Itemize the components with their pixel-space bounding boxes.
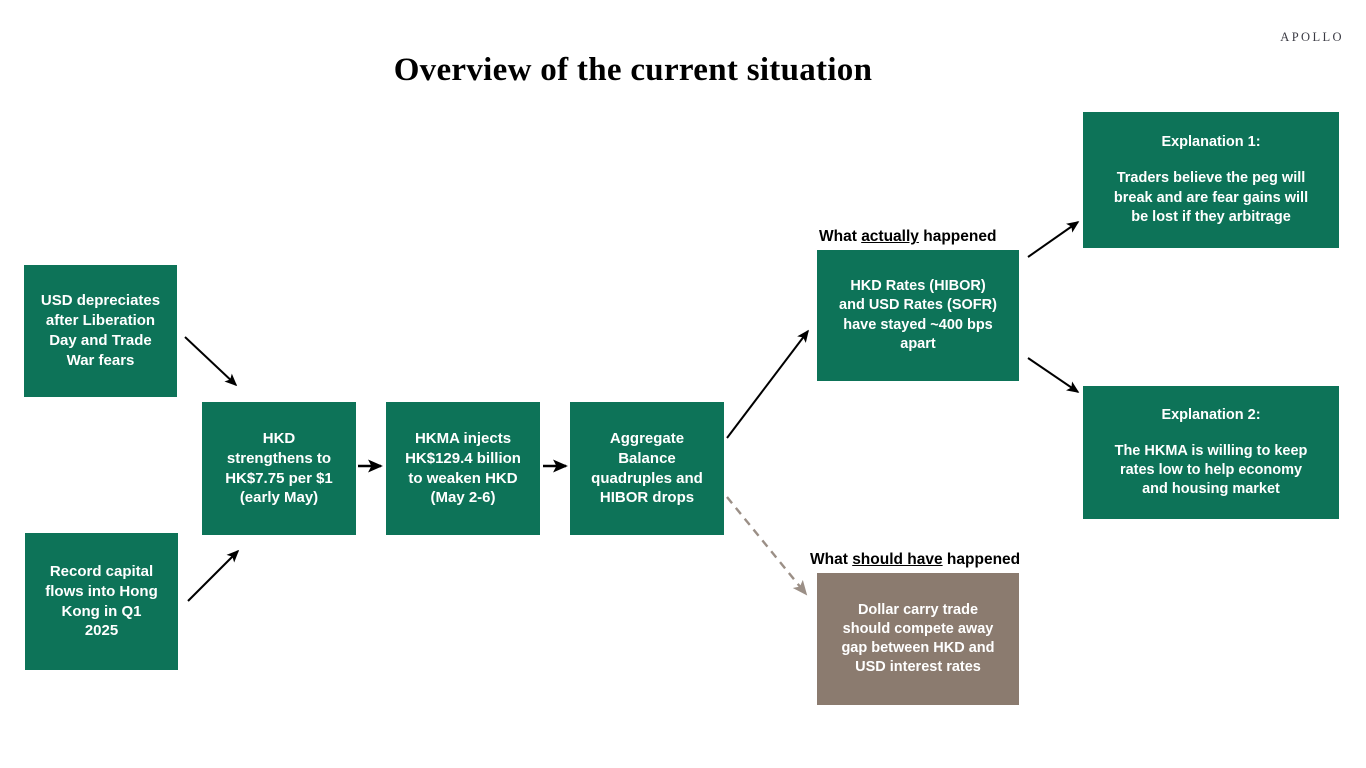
node-line: 2025	[84, 622, 119, 640]
node-line: and USD Rates (SOFR)	[839, 297, 997, 314]
node-line: USD interest rates	[855, 659, 981, 676]
node-line: Balance	[618, 449, 676, 467]
node-line: after Liberation	[45, 312, 156, 330]
node-line: Record capital	[49, 562, 154, 580]
caption-prefix: What	[810, 551, 853, 568]
node-line: rates low to help economy	[1119, 462, 1303, 478]
caption-emphasis: actually	[861, 228, 919, 245]
node-line: HIBOR drops	[599, 489, 695, 507]
node-line: HKD	[262, 429, 296, 447]
node-explanation-2[interactable]: Explanation 2: The HKMA is willing to ke…	[1083, 386, 1339, 519]
node-line: and housing market	[1142, 481, 1280, 498]
node-heading: Explanation 2:	[1161, 406, 1261, 423]
node-line: USD depreciates	[40, 292, 161, 310]
node-line: Kong in Q1	[61, 602, 142, 620]
node-dollar-carry-trade[interactable]: Dollar carry trade should compete away g…	[817, 573, 1019, 705]
arrow-rates-to-explanation-1	[1027, 221, 1080, 258]
node-line: Aggregate	[609, 429, 685, 447]
node-heading: Explanation 1:	[1161, 134, 1261, 151]
node-aggregate-balance[interactable]: Aggregate Balance quadruples and HIBOR d…	[570, 402, 724, 535]
caption-what-actually-happened: What actually happened	[819, 228, 996, 246]
node-hkd-rates-gap[interactable]: HKD Rates (HIBOR) and USD Rates (SOFR) h…	[817, 250, 1019, 381]
node-hkma-injects[interactable]: HKMA injects HK$129.4 billion to weaken …	[386, 402, 540, 535]
node-line: to weaken HKD	[408, 469, 518, 487]
node-line: HK$7.75 per $1	[225, 469, 333, 487]
node-hkd-strengthens[interactable]: HKD strengthens to HK$7.75 per $1 (early…	[202, 402, 356, 535]
arrow-aggregate-to-hkd-rates	[726, 329, 809, 439]
node-line: Day and Trade	[49, 332, 152, 349]
node-line: quadruples and	[591, 469, 703, 487]
node-line: be lost if they arbitrage	[1131, 208, 1291, 225]
node-line: HK$129.4 billion	[405, 449, 521, 467]
node-line: flows into Hong	[45, 582, 158, 600]
node-line: HKMA injects	[414, 429, 512, 447]
node-line: have stayed ~400 bps	[843, 316, 993, 333]
page-title: Overview of the current situation	[393, 52, 873, 88]
node-line: Traders believe the peg will	[1116, 170, 1306, 187]
node-record-capital-flows[interactable]: Record capital flows into Hong Kong in Q…	[25, 533, 178, 670]
node-line: (early May)	[239, 489, 319, 507]
node-line: break and are fear gains will	[1113, 189, 1309, 206]
caption-suffix: happened	[918, 228, 997, 245]
arrow-usd-to-hkd	[184, 336, 238, 387]
caption-emphasis: should have	[852, 551, 943, 568]
arrow-aggregate-to-carry-trade-dashed	[726, 496, 808, 596]
arrow-rates-to-explanation-2	[1027, 357, 1080, 393]
node-usd-depreciates[interactable]: USD depreciates after Liberation Day and…	[24, 265, 177, 397]
node-line: HKD Rates (HIBOR)	[850, 278, 986, 295]
apollo-logo: APOLLO	[1280, 30, 1344, 44]
caption-prefix: What	[819, 228, 862, 245]
caption-what-should-have-happened: What should have happened	[810, 551, 1020, 569]
node-line: The HKMA is willing to keep	[1114, 442, 1308, 459]
node-line: War fears	[66, 351, 135, 369]
node-line: apart	[900, 335, 936, 352]
node-explanation-1[interactable]: Explanation 1: Traders believe the peg w…	[1083, 112, 1339, 248]
node-line: Dollar carry trade	[857, 601, 979, 618]
node-line: should compete away	[842, 620, 994, 637]
node-line: strengthens to	[226, 449, 332, 467]
arrow-capital-to-hkd	[187, 549, 240, 602]
node-line: gap between HKD and	[841, 640, 995, 656]
node-line: (May 2-6)	[430, 489, 496, 507]
caption-suffix: happened	[942, 551, 1021, 568]
